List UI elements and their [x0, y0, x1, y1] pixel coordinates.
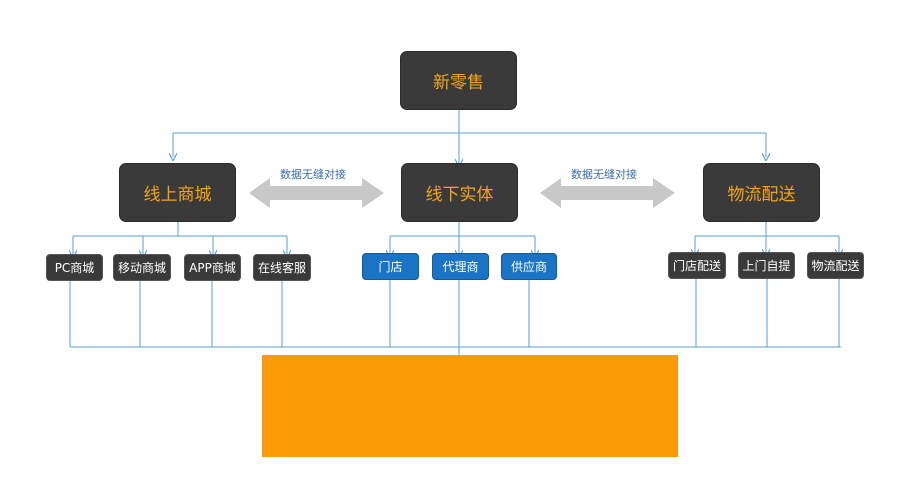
node-pc-mall: PC商城 — [46, 254, 103, 281]
node-store-delivery: 门店配送 — [668, 252, 726, 279]
node-online-mall: 线上商城 — [119, 163, 236, 222]
node-online-service: 在线客服 — [253, 254, 311, 281]
connector-label-left: 数据无缝对接 — [280, 168, 346, 181]
node-agent: 代理商 — [432, 253, 489, 280]
node-mobile-mall: 移动商城 — [113, 254, 171, 281]
node-logistics: 物流配送 — [703, 163, 820, 222]
node-supplier: 供应商 — [501, 253, 557, 280]
connector-label-right: 数据无缝对接 — [571, 168, 637, 181]
node-app-mall: APP商城 — [184, 254, 241, 281]
orange-block — [262, 355, 678, 457]
node-store: 门店 — [362, 253, 419, 280]
node-logistics-delivery: 物流配送 — [807, 252, 864, 279]
node-offline-store: 线下实体 — [401, 163, 518, 222]
node-self-pickup: 上门自提 — [738, 252, 795, 279]
node-new-retail: 新零售 — [400, 51, 517, 110]
